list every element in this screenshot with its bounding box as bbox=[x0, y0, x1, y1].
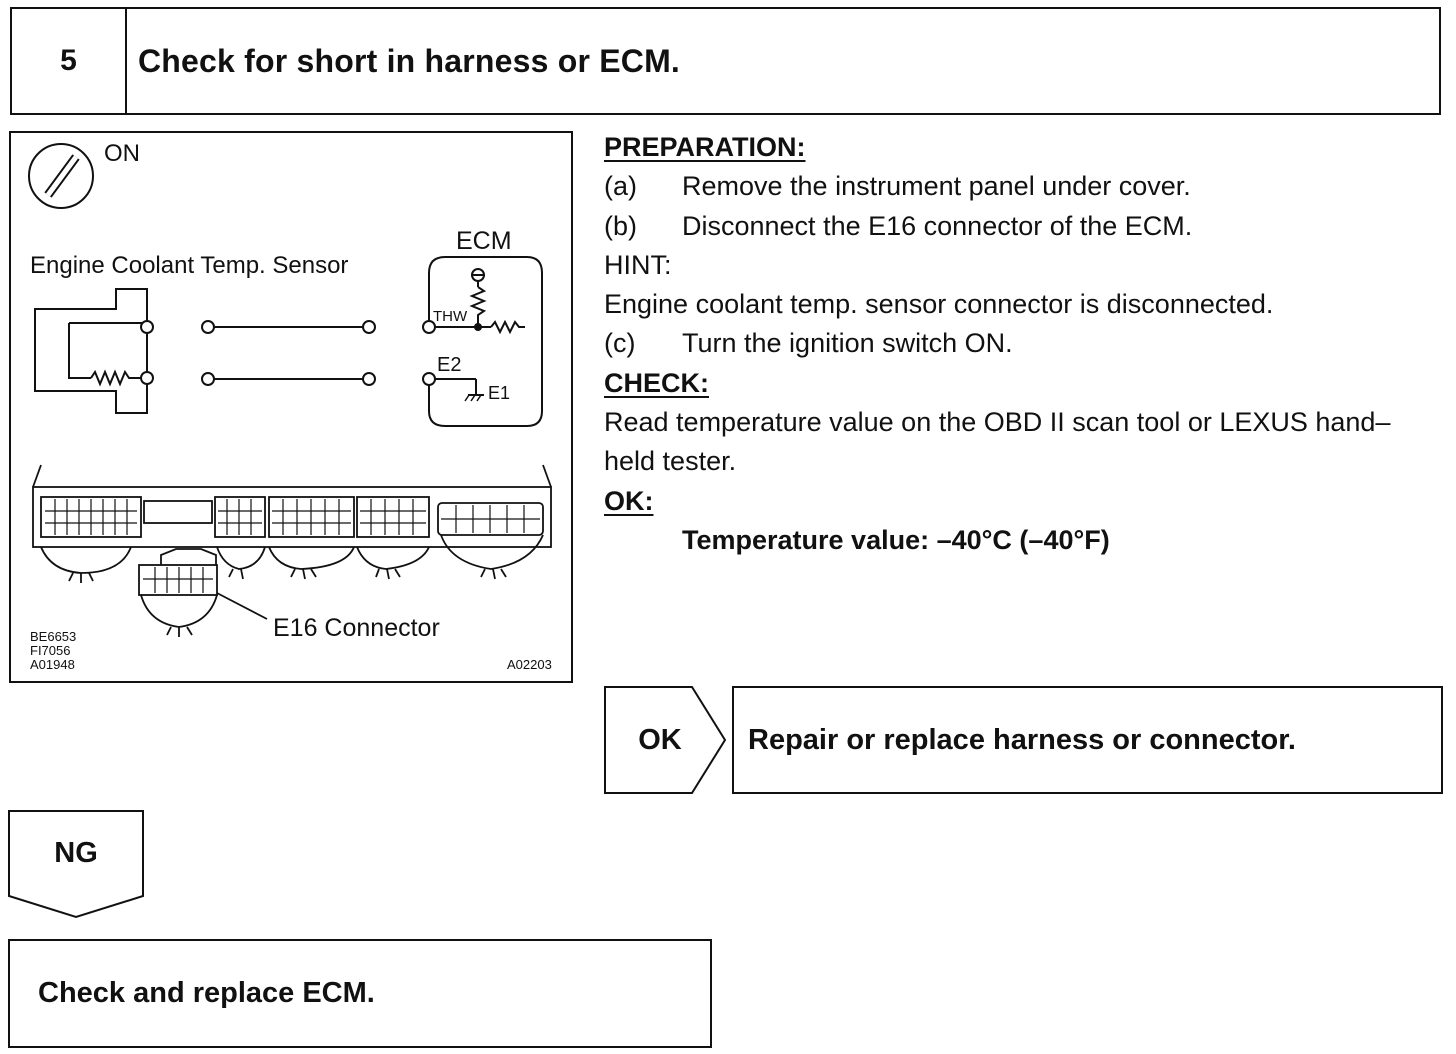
step-a: (a) Remove the instrument panel under cov… bbox=[604, 167, 1434, 206]
procedure-text: PREPARATION: (a) Remove the instrument pa… bbox=[604, 128, 1434, 560]
e1-label: E1 bbox=[488, 383, 510, 403]
step-header: 5 Check for short in harness or ECM. bbox=[10, 7, 1441, 115]
step-a-text: Remove the instrument panel under cover. bbox=[682, 171, 1191, 202]
ignition-key-icon bbox=[28, 143, 94, 209]
ng-arrow-shape bbox=[8, 810, 144, 919]
sensor-connector bbox=[34, 288, 154, 414]
step-c-mark: (c) bbox=[604, 328, 636, 359]
ok-spec-value: Temperature value: –40°C (–40°F) bbox=[682, 524, 1110, 555]
preparation-heading: PREPARATION: bbox=[604, 132, 806, 162]
check-heading: CHECK: bbox=[604, 367, 709, 398]
figure-code-3: A01948 bbox=[30, 657, 75, 672]
thw-label: THW bbox=[433, 308, 468, 325]
step-c-text: Turn the ignition switch ON. bbox=[682, 328, 1013, 359]
hint-text: Engine coolant temp. sensor connector is… bbox=[604, 289, 1274, 320]
figure-code-1: BE6653 bbox=[30, 629, 76, 644]
step-b-mark: (b) bbox=[604, 210, 637, 241]
figure-code-right: A02203 bbox=[507, 657, 552, 672]
ok-heading: OK: bbox=[604, 485, 654, 516]
figure-code-2: FI7056 bbox=[30, 643, 70, 658]
ok-action-box: Repair or replace harness or connector. bbox=[732, 686, 1443, 794]
ok-arrow-shape bbox=[604, 686, 727, 794]
wiring-diagram-svg: ON Engine Coolant Temp. Sensor ECM bbox=[28, 140, 552, 672]
step-c: (c) Turn the ignition switch ON. bbox=[604, 324, 1434, 363]
ecm-block bbox=[422, 256, 543, 427]
harness-wires bbox=[201, 320, 376, 386]
e2-label: E2 bbox=[437, 354, 461, 376]
ng-result-label: NG bbox=[54, 836, 98, 869]
ng-action-box: Check and replace ECM. bbox=[8, 939, 712, 1048]
sensor-label: Engine Coolant Temp. Sensor bbox=[30, 252, 348, 279]
step-b-text: Disconnect the E16 connector of the ECM. bbox=[682, 210, 1193, 241]
ok-result-label: OK bbox=[638, 723, 682, 756]
ignition-on-label: ON bbox=[104, 140, 140, 167]
e16-connector-label: E16 Connector bbox=[273, 614, 440, 642]
hint-heading: HINT: bbox=[604, 249, 672, 280]
check-text: Read temperature value on the OBD II sca… bbox=[604, 407, 1391, 477]
step-number: 5 bbox=[12, 9, 127, 113]
ecm-label: ECM bbox=[456, 227, 512, 255]
ecm-connectors-drawing bbox=[32, 464, 552, 637]
step-b: (b) Disconnect the E16 connector of the E… bbox=[604, 207, 1434, 246]
step-title: Check for short in harness or ECM. bbox=[138, 42, 681, 79]
wiring-illustration: ON Engine Coolant Temp. Sensor ECM bbox=[9, 131, 573, 683]
step-a-mark: (a) bbox=[604, 171, 637, 202]
